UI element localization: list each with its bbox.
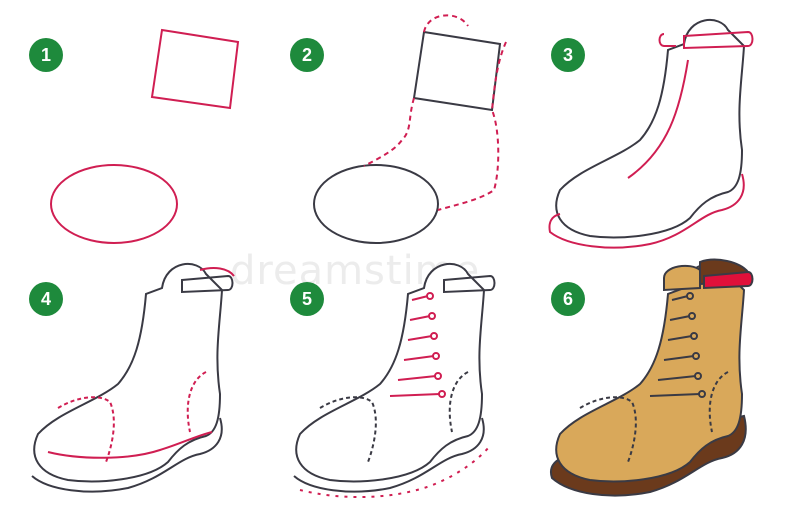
- step-1-badge: 1: [29, 38, 63, 72]
- step-2-drawing: [313, 14, 507, 244]
- step-2-guide-lines: [363, 14, 507, 211]
- step-4-boot-outline: [33, 263, 224, 483]
- step-6-laces: [649, 295, 701, 397]
- step-4-toe-cap: [57, 396, 115, 463]
- step-6-boot-body: [555, 263, 746, 483]
- step-6-collar: [703, 270, 754, 290]
- step-4-collar-accent: [199, 267, 235, 277]
- step-5-laces: [389, 295, 441, 397]
- step-5-badge: 5: [290, 282, 324, 316]
- step-5-drawing: [293, 263, 496, 499]
- step-1-oval: [50, 164, 178, 244]
- step-3-lace-line: [627, 59, 689, 179]
- step-6-drawing: [550, 258, 754, 497]
- step-2-oval: [313, 164, 439, 244]
- step-6-eyelets: [686, 292, 706, 398]
- step-4-heel-seam: [186, 371, 207, 433]
- step-5-boot-outline: [295, 263, 486, 483]
- step-3-collar: [683, 30, 754, 50]
- step-3-drawing: [548, 19, 754, 249]
- step-6-heel-seam: [708, 371, 729, 433]
- step-6-badge: 6: [551, 282, 585, 316]
- step-3-tongue: [658, 33, 676, 47]
- step-1-drawing: [50, 28, 240, 244]
- step-5-sole-studs: [299, 445, 491, 499]
- step-3-boot-outline: [555, 19, 746, 239]
- step-2-square: [412, 30, 502, 112]
- step-4-drawing: [31, 263, 235, 493]
- step-6-tongue-top: [663, 264, 701, 292]
- step-5-heel-seam: [448, 371, 469, 433]
- step-5-eyelets: [426, 292, 446, 398]
- step-1-square: [150, 28, 240, 110]
- step-3-badge: 3: [551, 38, 585, 72]
- step-4-sole-accent: [47, 431, 213, 459]
- step-6-toe-cap: [579, 396, 637, 463]
- step-5-sole: [293, 417, 485, 493]
- step-4-collar: [181, 274, 234, 294]
- step-4-badge: 4: [29, 282, 63, 316]
- step-3-sole: [548, 173, 745, 249]
- step-5-collar: [443, 274, 496, 294]
- step-5-toe-cap: [319, 396, 377, 463]
- step-2-badge: 2: [290, 38, 324, 72]
- step-4-sole: [31, 417, 223, 493]
